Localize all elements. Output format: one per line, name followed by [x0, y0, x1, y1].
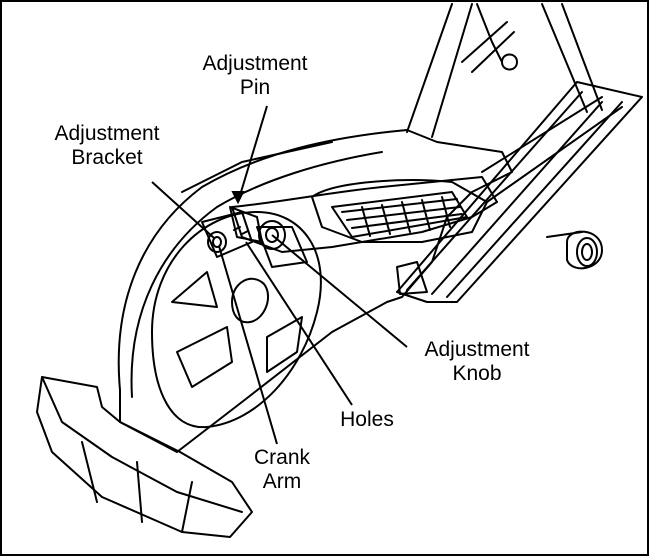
adjustment-knob-label: Adjustment Knob — [402, 338, 552, 386]
adjustment-bracket-label-line-2: Bracket — [71, 146, 143, 169]
adjustment-knob-label-line-1: Adjustment — [424, 338, 530, 361]
crank-arm-label-line-1: Crank — [253, 446, 311, 469]
crank-arm-label: Crank Arm — [237, 446, 327, 494]
adjustment-knob-label-line-2: Knob — [452, 362, 502, 385]
crank-arm-label-line-2: Arm — [262, 470, 302, 493]
leader-lines — [151, 105, 408, 445]
adjustment-bracket-leader — [151, 181, 215, 239]
adjustment-bracket-label-line-1: Adjustment — [54, 122, 160, 145]
crank-arm-leader — [218, 245, 278, 445]
pedal-arm — [231, 96, 623, 253]
adjustment-pin-label-line-1: Adjustment — [202, 52, 308, 75]
rear-wheel — [546, 230, 603, 270]
rail-track — [396, 81, 643, 303]
upright-frame — [406, 3, 603, 138]
adjustment-pin-label-line-2: Pin — [239, 76, 271, 99]
adjustment-bracket-label: Adjustment Bracket — [32, 122, 182, 170]
adjustment-pin-arrowhead — [231, 191, 245, 205]
base-foot — [36, 376, 253, 538]
holes-label-line-1: Holes — [340, 408, 394, 431]
adjustment-pin-label: Adjustment Pin — [180, 52, 330, 100]
holes-label: Holes — [322, 408, 412, 432]
adjustment-pin-leader — [237, 105, 268, 203]
holes-leader — [245, 241, 353, 406]
adjustment-knob-leader — [271, 234, 408, 348]
adjustment-assembly — [201, 206, 286, 258]
